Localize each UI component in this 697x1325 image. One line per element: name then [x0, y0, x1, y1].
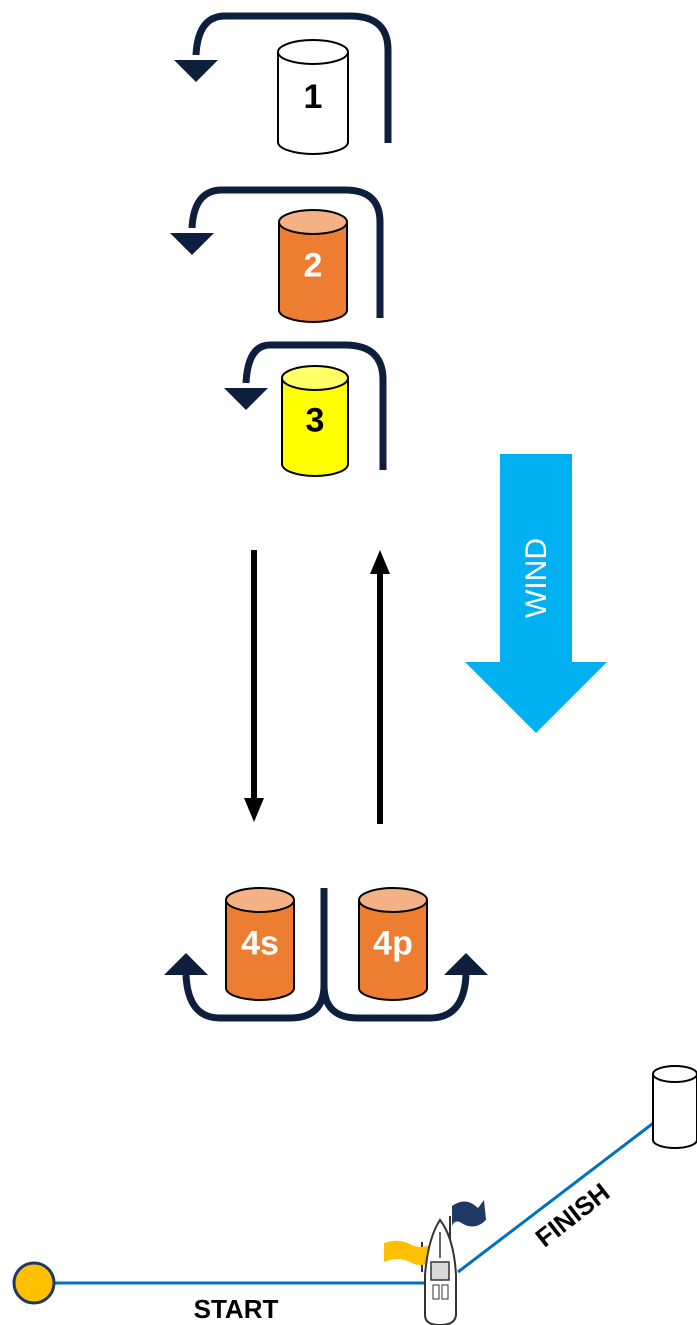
finish-line: FINISH	[457, 1116, 661, 1274]
mark-2-label: 2	[304, 247, 323, 285]
start-label: START	[194, 1294, 279, 1324]
mark-4p-buoy: 4p	[358, 887, 428, 1001]
mark-3-label: 3	[306, 401, 325, 439]
mark-4s-buoy: 4s	[225, 887, 295, 1001]
mark-1-buoy: 1	[277, 39, 349, 155]
committee-boat	[384, 1200, 486, 1325]
marks-layer: 1 2 3 4s 4p	[225, 39, 428, 1001]
mark-2-buoy: 2	[278, 209, 348, 323]
downwind-leg-arrow	[244, 550, 264, 822]
rounding-path-gate-4	[164, 888, 488, 1022]
wind-arrow: WIND	[465, 454, 607, 733]
blue-flag-icon	[449, 1200, 486, 1256]
upwind-leg-arrow	[370, 550, 390, 824]
rounding-path-mark-1	[174, 12, 392, 143]
mark-3-buoy: 3	[281, 365, 349, 477]
start-line: START	[12, 1261, 440, 1324]
rounding-path-mark-2	[170, 186, 384, 318]
finish-pin-buoy	[652, 1065, 697, 1149]
rounding-path-mark-3	[224, 341, 387, 470]
start-pin-buoy	[12, 1261, 56, 1305]
yellow-flag-icon	[384, 1240, 432, 1272]
finish-label: FINISH	[530, 1177, 616, 1253]
boat-icon	[424, 1218, 457, 1325]
mark-4p-label: 4p	[373, 925, 413, 963]
wind-label: WIND	[520, 538, 553, 618]
mark-1-label: 1	[304, 78, 323, 116]
mark-4s-label: 4s	[241, 925, 279, 963]
